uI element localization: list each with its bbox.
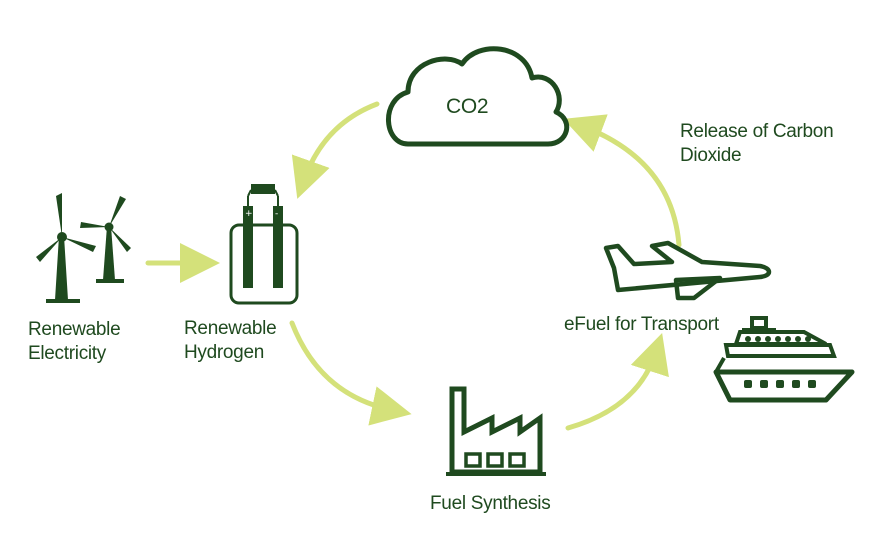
svg-text:+: + bbox=[245, 209, 253, 219]
renewable-hydrogen-line1: Renewable bbox=[184, 318, 277, 339]
fuel-synthesis-label: Fuel Synthesis bbox=[430, 493, 551, 514]
arrow-co2-to-hydrogen bbox=[291, 101, 380, 199]
efuel-transport-label: eFuel for Transport bbox=[564, 314, 719, 335]
arrow-synthesis-to-transport bbox=[565, 332, 669, 431]
electrolyzer-icon: + - bbox=[229, 184, 299, 305]
factory-icon bbox=[446, 386, 546, 476]
ship-icon bbox=[713, 316, 855, 403]
co2-label: CO2 bbox=[446, 95, 489, 118]
renewable-hydrogen-label: Renewable Hydrogen bbox=[184, 317, 277, 365]
arrow-transport-to-co2 bbox=[563, 114, 682, 248]
wind-turbine-icon bbox=[36, 193, 131, 303]
renewable-electricity-line2: Electricity bbox=[28, 343, 106, 364]
renewable-electricity-line1: Renewable bbox=[28, 319, 121, 340]
renewable-hydrogen-line2: Hydrogen bbox=[184, 342, 264, 363]
arrow-hydrogen-to-synthesis bbox=[289, 320, 412, 426]
renewable-electricity-label: Renewable Electricity bbox=[28, 318, 121, 366]
svg-text:-: - bbox=[275, 209, 278, 219]
release-annotation-line1: Release of Carbon bbox=[680, 121, 834, 142]
release-annotation-line2: Dioxide bbox=[680, 145, 742, 166]
airplane-icon bbox=[603, 240, 772, 301]
release-annotation: Release of Carbon Dioxide bbox=[680, 120, 834, 168]
cloud-icon bbox=[386, 46, 570, 147]
